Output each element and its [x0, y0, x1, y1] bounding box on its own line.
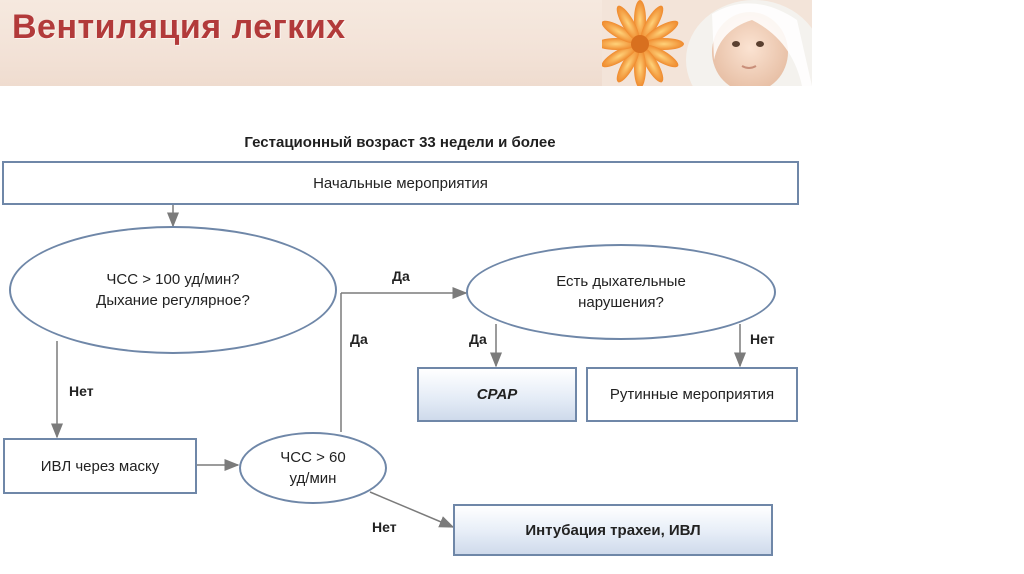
- intubation-label: Интубация трахеи, ИВЛ: [525, 521, 701, 539]
- mask-ventilation-label: ИВЛ через маску: [40, 457, 160, 475]
- edge-label-hr60-no: Нет: [372, 519, 397, 535]
- hr60-decision: ЧСС > 60 уд/мин: [239, 432, 387, 504]
- edge-label-hr100-yes: Да: [392, 268, 410, 284]
- edge-label-hr60-yes: Да: [350, 331, 368, 347]
- resp-disorders-decision: Есть дыхательные нарушения?: [466, 244, 776, 340]
- initial-measures-label: Начальные мероприятия: [313, 174, 488, 192]
- cpap-label: CPAP: [476, 386, 518, 403]
- header-banner: Вентиляция легких: [0, 0, 812, 86]
- resp-disorders-decision-label: Есть дыхательные нарушения?: [556, 273, 686, 311]
- page-title: Вентиляция легких: [12, 8, 346, 46]
- cpap-box: CPAP: [417, 367, 577, 422]
- routine-measures-label: Рутинные мероприятия: [609, 386, 775, 403]
- edge-label-hr100-no: Нет: [69, 383, 94, 399]
- mask-ventilation-box: ИВЛ через маску: [3, 438, 197, 494]
- intubation-box: Интубация трахеи, ИВЛ: [453, 504, 773, 556]
- hr100-decision-label: ЧСС > 100 уд/мин? Дыхание регулярное?: [96, 271, 250, 309]
- edge-label-resp-no: Нет: [750, 331, 775, 347]
- routine-measures-box: Рутинные мероприятия: [586, 367, 798, 422]
- baby-photo-image: [602, 0, 812, 86]
- flower-icon: [602, 0, 684, 86]
- diagram-subtitle: Гестационный возраст 33 недели и более: [244, 134, 556, 151]
- edge-label-resp-yes: Да: [469, 331, 487, 347]
- arrow-hr60-no: [369, 491, 455, 528]
- hr100-decision: ЧСС > 100 уд/мин? Дыхание регулярное?: [9, 226, 337, 354]
- initial-measures-box: Начальные мероприятия: [2, 161, 799, 205]
- hr60-decision-label: ЧСС > 60 уд/мин: [280, 449, 346, 487]
